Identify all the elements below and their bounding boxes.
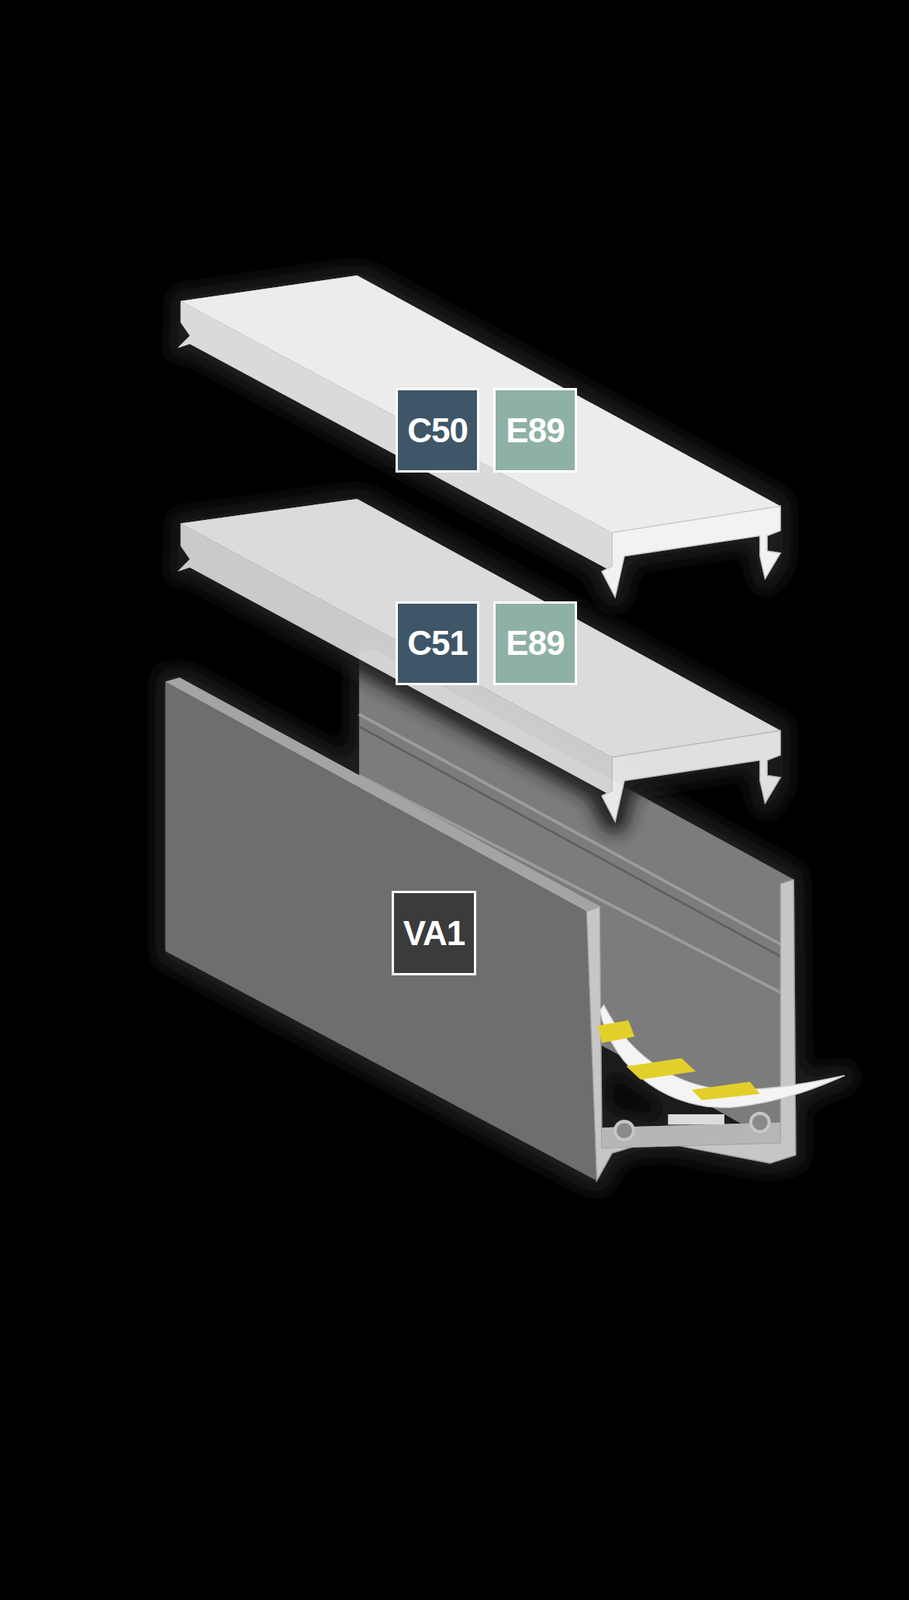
part-code: VA1 <box>403 915 465 951</box>
part-code: E89 <box>505 413 564 448</box>
screw-channel <box>750 1112 770 1132</box>
part-code-badge: VA1 <box>391 890 477 975</box>
part-code: E89 <box>505 625 564 661</box>
profile-section <box>586 879 796 1181</box>
part-code: C50 <box>407 413 468 448</box>
part-code-badge: C50 <box>395 387 480 473</box>
led-chip <box>691 1081 761 1100</box>
cover-section <box>601 730 781 822</box>
diffuser-cover <box>177 498 781 822</box>
part-code-badge: E89 <box>493 387 578 473</box>
led-chip <box>626 1057 696 1080</box>
part-code-badge: E89 <box>493 601 578 685</box>
led-chip <box>597 1019 635 1043</box>
led-strip <box>599 1004 845 1107</box>
cover-side <box>177 300 612 571</box>
diffuser-cover <box>177 275 781 597</box>
channel-rib <box>668 1113 725 1124</box>
part-code: C51 <box>407 625 468 661</box>
part-code-badge: C51 <box>395 601 480 685</box>
profile-side <box>165 680 597 1180</box>
cover-side <box>177 523 612 796</box>
screw-channel <box>615 1120 634 1140</box>
cover-section <box>601 505 781 597</box>
